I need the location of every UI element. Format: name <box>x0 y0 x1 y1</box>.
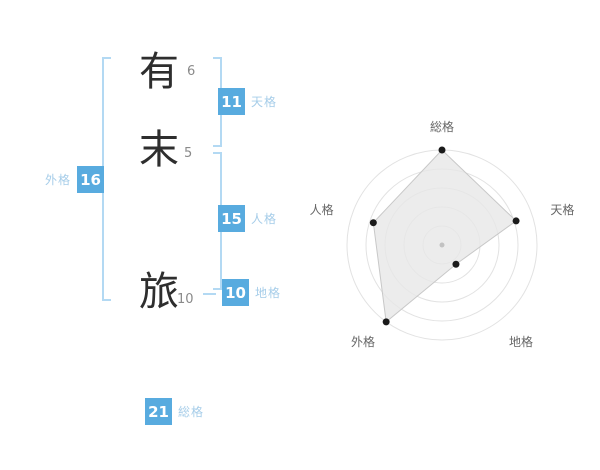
jinkaku-value: 15 <box>218 205 245 232</box>
tenkaku-label: 天格 <box>251 95 278 109</box>
jinkaku-score: 15 人格 <box>218 205 277 232</box>
chikaku-tick <box>203 293 216 295</box>
radar-axis-label-人格: 人格 <box>310 202 334 217</box>
radar-point-地格 <box>452 260 460 268</box>
radar-point-外格 <box>382 318 390 326</box>
soukaku-score: 21 総格 <box>145 398 204 425</box>
radar-axis-label-総格: 総格 <box>430 119 454 134</box>
radar-point-人格 <box>369 219 377 227</box>
radar-center-dot <box>439 242 445 248</box>
chikaku-value: 10 <box>222 279 249 306</box>
chikaku-score: 10 地格 <box>222 279 281 306</box>
name-char-2: 末 <box>139 127 179 173</box>
chikaku-label: 地格 <box>255 286 282 300</box>
radar-point-天格 <box>512 217 520 225</box>
name-char-1: 有 <box>139 49 179 95</box>
radar-axis-label-地格: 地格 <box>509 334 533 349</box>
gaikaku-score: 外格 16 <box>45 166 105 193</box>
stroke-count-1: 6 <box>187 64 196 79</box>
soukaku-label: 総格 <box>178 405 205 419</box>
name-char-3: 旅 <box>139 269 179 315</box>
radar-axis-label-外格: 外格 <box>351 334 375 349</box>
stroke-count-2: 5 <box>184 146 193 161</box>
radar-axis-label-天格: 天格 <box>550 202 574 217</box>
soukaku-value: 21 <box>145 398 172 425</box>
radar-point-総格 <box>438 146 446 154</box>
gaikaku-label: 外格 <box>45 173 72 187</box>
stroke-count-3: 10 <box>177 292 194 307</box>
jinkaku-label: 人格 <box>251 212 278 226</box>
radar-data-polygon <box>372 149 517 323</box>
gaikaku-value: 16 <box>77 166 105 193</box>
tenkaku-score: 11 天格 <box>218 88 277 115</box>
tenkaku-value: 11 <box>218 88 245 115</box>
